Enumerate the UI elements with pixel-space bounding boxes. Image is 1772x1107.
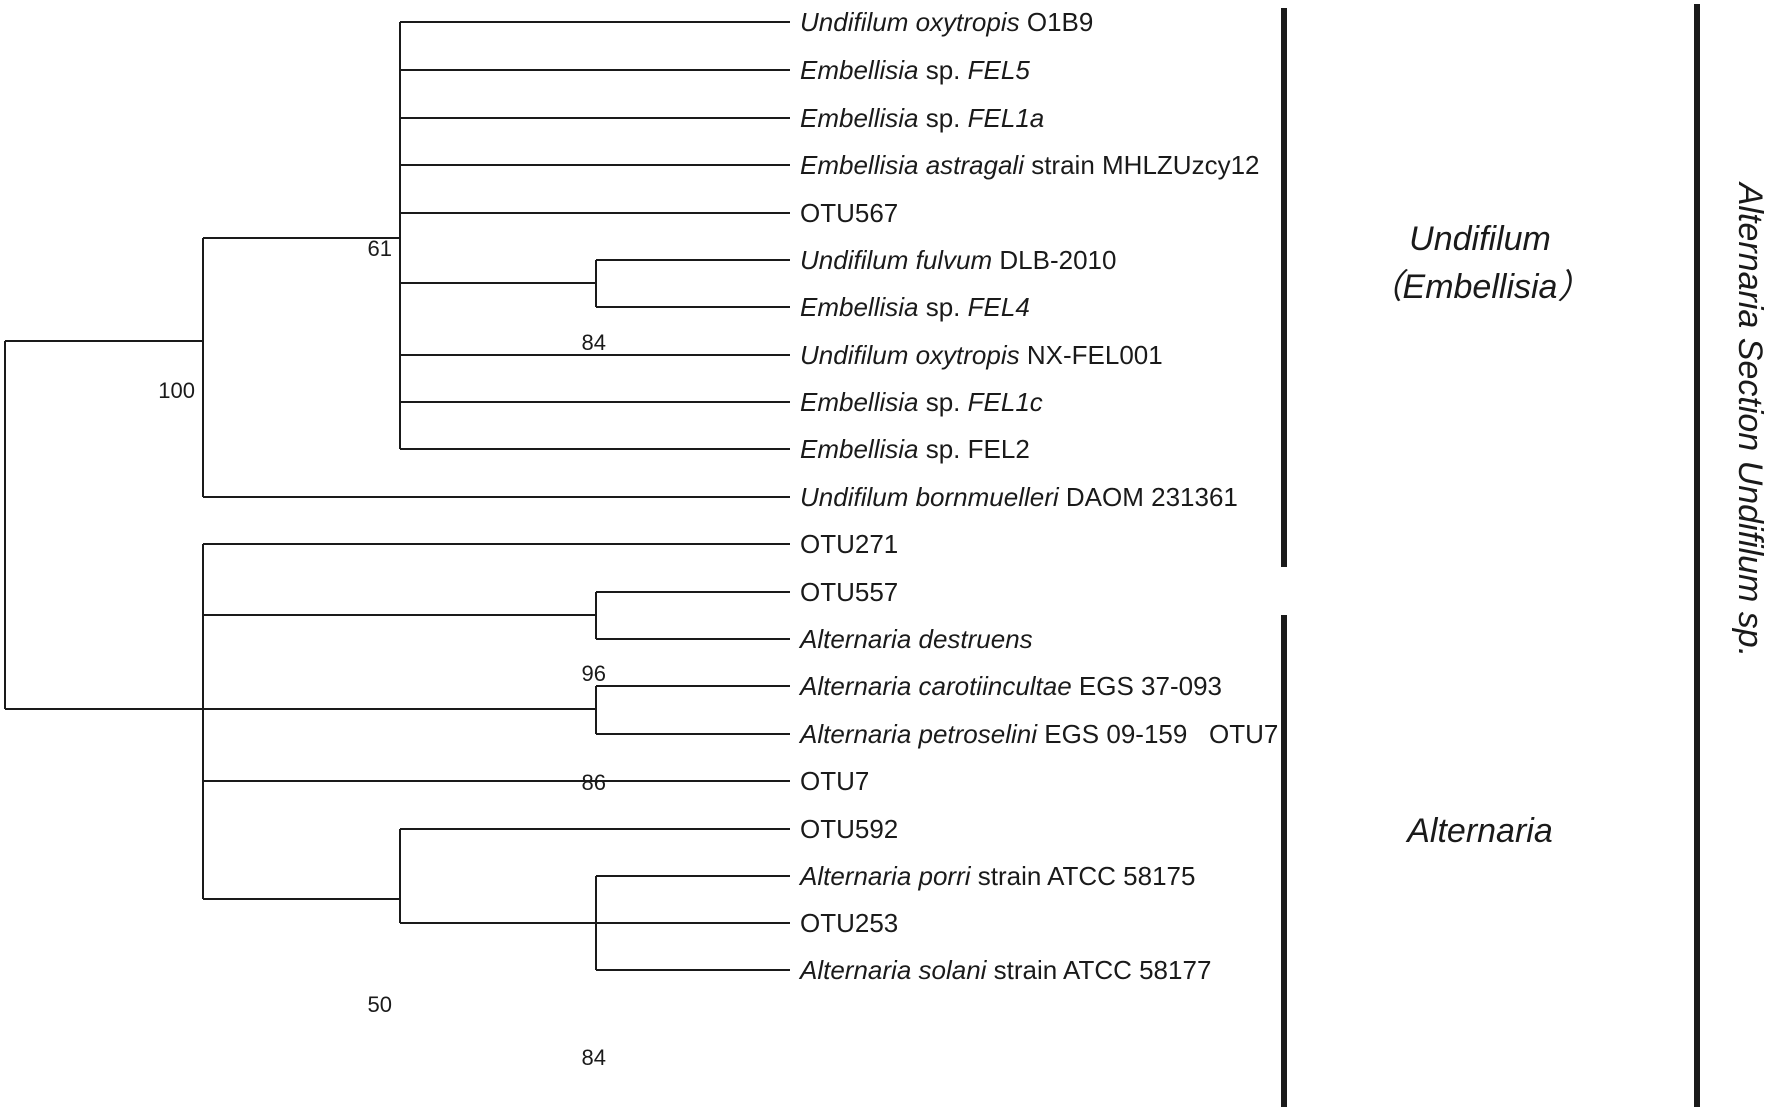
- taxon-name-plain: EGS 09-159 OTU7: [1037, 719, 1278, 749]
- taxon-label: Embellisia sp. FEL4: [800, 292, 1030, 322]
- support-porri-solani: 84: [582, 1045, 606, 1070]
- support-embellisia-core: 61: [368, 236, 392, 261]
- taxon-name-italic: Undifilum fulvum: [800, 245, 992, 275]
- support-otu592-group: 50: [368, 992, 392, 1017]
- taxon-name-italic: Embellisia: [800, 292, 919, 322]
- taxon-name-plain: OTU557: [800, 577, 898, 607]
- taxon-label: OTU567: [800, 198, 898, 228]
- taxon-name-plain: OTU567: [800, 198, 898, 228]
- taxon-label: Alternaria destruens: [798, 624, 1033, 654]
- taxon-name-plain: sp.: [919, 103, 968, 133]
- taxon-label: Alternaria solani strain ATCC 58177: [798, 955, 1211, 985]
- taxon-label: Undifilum oxytropis NX-FEL001: [800, 340, 1163, 370]
- taxon-name-italic: Embellisia astragali: [800, 150, 1025, 180]
- taxon-label: Embellisia sp. FEL1c: [800, 387, 1043, 417]
- taxon-name-italic: Alternaria solani: [798, 955, 988, 985]
- clade-brackets: [1281, 4, 1700, 1107]
- taxon-name-plain: EGS 37-093: [1072, 671, 1222, 701]
- taxon-name-italic: Alternaria porri: [798, 861, 972, 891]
- support-fulvum-fel4: 84: [582, 330, 606, 355]
- taxon-name-plain: strain MHLZUzcy12: [1024, 150, 1260, 180]
- section-label: Alternaria Section Undifilum sp.: [1731, 181, 1769, 657]
- taxon-label: OTU557: [800, 577, 898, 607]
- taxon-label: OTU253: [800, 908, 898, 938]
- taxon-name-plain: O1B9: [1020, 7, 1094, 37]
- support-otu557-destruens: 96: [582, 661, 606, 686]
- taxon-label: Alternaria porri strain ATCC 58175: [798, 861, 1195, 891]
- taxon-label: OTU271: [800, 529, 898, 559]
- support-carotiincultae-petroselini: 86: [582, 770, 606, 795]
- taxon-name-plain: sp.: [919, 387, 968, 417]
- taxon-name-italic: Alternaria carotiincultae: [798, 671, 1072, 701]
- taxon-name-italic: Undifilum oxytropis: [800, 7, 1020, 37]
- taxon-name-plain: DAOM 231361: [1059, 482, 1238, 512]
- taxon-name-plain: OTU592: [800, 814, 898, 844]
- support-root-upper: 100: [158, 378, 195, 403]
- taxon-strain-italic: FEL5: [968, 55, 1031, 85]
- taxon-label: Embellisia sp. FEL5: [800, 55, 1030, 85]
- taxon-name-plain: strain ATCC 58177: [986, 955, 1211, 985]
- taxon-name-plain: OTU253: [800, 908, 898, 938]
- taxon-name-italic: Embellisia: [800, 55, 919, 85]
- taxon-name-italic: Alternaria destruens: [798, 624, 1033, 654]
- clade-label-undifilum: Undifilum: [1409, 220, 1551, 258]
- taxon-name-italic: Alternaria petroselini: [798, 719, 1038, 749]
- tree-branches: [4, 21, 790, 971]
- taxon-label: OTU7: [800, 766, 869, 796]
- taxon-name-plain: OTU7: [800, 766, 869, 796]
- taxon-label: Undifilum fulvum DLB-2010: [800, 245, 1116, 275]
- taxon-label: Embellisia astragali strain MHLZUzcy12: [800, 150, 1259, 180]
- taxon-name-plain: OTU271: [800, 529, 898, 559]
- taxon-label: Embellisia sp. FEL1a: [800, 103, 1044, 133]
- taxon-label: Alternaria petroselini EGS 09-159 OTU7: [798, 719, 1278, 749]
- taxon-label: Alternaria carotiincultae EGS 37-093: [798, 671, 1222, 701]
- taxon-label: Undifilum bornmuelleri DAOM 231361: [800, 482, 1238, 512]
- taxon-name-italic: Undifilum oxytropis: [800, 340, 1020, 370]
- taxon-name-italic: Undifilum bornmuelleri: [800, 482, 1060, 512]
- taxon-name-italic: Embellisia: [800, 387, 919, 417]
- taxon-label: Undifilum oxytropis O1B9: [800, 7, 1093, 37]
- taxon-name-plain: sp. FEL2: [919, 434, 1030, 464]
- taxon-name-plain: sp.: [919, 292, 968, 322]
- clade-labels: Undifilum （Embellisia） Alternaria Altern…: [1369, 181, 1769, 850]
- clade-label-alternaria: Alternaria: [1405, 812, 1553, 850]
- taxon-name-plain: sp.: [919, 55, 968, 85]
- taxon-name-plain: NX-FEL001: [1020, 340, 1163, 370]
- clade-label-embellisia: （Embellisia）: [1369, 268, 1592, 306]
- taxon-label: Embellisia sp. FEL2: [800, 434, 1030, 464]
- taxon-strain-italic: FEL1c: [968, 387, 1043, 417]
- taxon-strain-italic: FEL1a: [968, 103, 1045, 133]
- taxon-name-italic: Embellisia: [800, 434, 919, 464]
- taxon-name-plain: strain ATCC 58175: [971, 861, 1196, 891]
- support-values: 100 61 84 96 86 50 84: [158, 236, 606, 1070]
- taxon-name-italic: Embellisia: [800, 103, 919, 133]
- taxon-label: OTU592: [800, 814, 898, 844]
- taxon-name-plain: DLB-2010: [992, 245, 1116, 275]
- taxon-strain-italic: FEL4: [968, 292, 1030, 322]
